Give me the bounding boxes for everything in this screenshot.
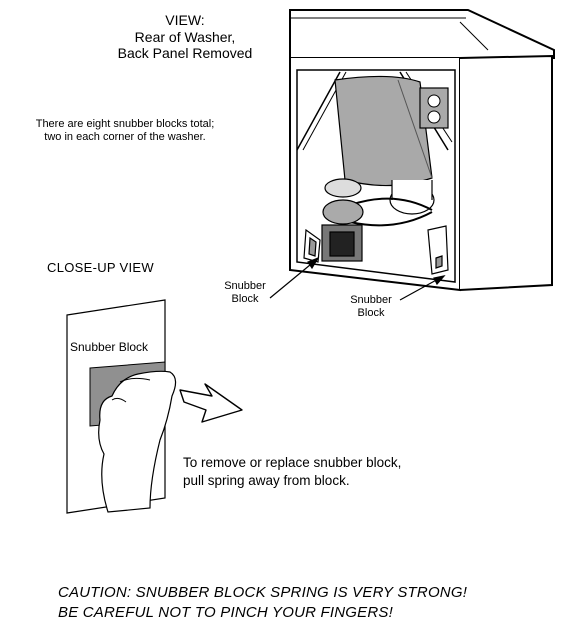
closeup-snubber-block-label: Snubber Block (70, 340, 148, 354)
view-title-line-1: VIEW: (100, 12, 270, 29)
label-left-line-1: Snubber (213, 280, 277, 293)
snubber-block-label-right: Snubber Block (336, 294, 406, 320)
view-title: VIEW: Rear of Washer, Back Panel Removed (100, 12, 270, 62)
caution-line-1: CAUTION: SNUBBER BLOCK SPRING IS VERY ST… (58, 583, 467, 603)
snubber-block-label-left: Snubber Block (213, 280, 277, 306)
pull-arrow (180, 384, 242, 422)
control-box (420, 88, 448, 128)
removal-instruction: To remove or replace snubber block, pull… (183, 454, 401, 490)
note-line-2: two in each corner of the washer. (0, 131, 250, 144)
instruction-line-2: pull spring away from block. (183, 472, 401, 490)
note-line-1: There are eight snubber blocks total; (0, 118, 250, 131)
caution-line-2: BE CAREFUL NOT TO PINCH YOUR FINGERS! (58, 603, 467, 622)
view-title-line-2: Rear of Washer, (100, 29, 270, 46)
label-left-line-2: Block (213, 293, 277, 306)
view-title-line-3: Back Panel Removed (100, 45, 270, 62)
closeup-panel (67, 300, 176, 513)
label-right-line-2: Block (336, 307, 406, 320)
snubber-count-note: There are eight snubber blocks total; tw… (0, 118, 250, 144)
washer-tub (335, 76, 432, 185)
label-right-line-1: Snubber (336, 294, 406, 307)
caution-warning: CAUTION: SNUBBER BLOCK SPRING IS VERY ST… (58, 583, 467, 622)
instruction-line-1: To remove or replace snubber block, (183, 454, 401, 472)
closeup-view-title: CLOSE-UP VIEW (47, 260, 154, 275)
